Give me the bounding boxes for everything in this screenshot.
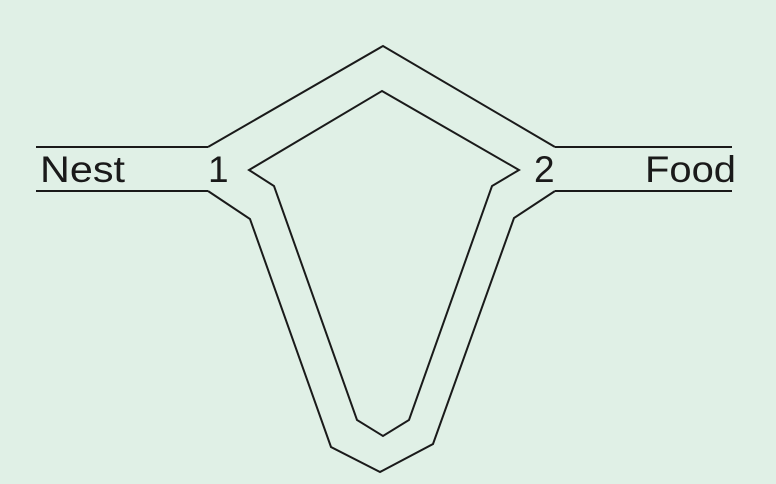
nest-label: Nest	[40, 149, 126, 190]
junction-1-label: 1	[208, 149, 229, 190]
long-branch-outer-wall	[207, 190, 556, 474]
central-island-wall	[247, 89, 521, 438]
food-label: Food	[645, 149, 736, 190]
junction-2-label: 2	[534, 149, 555, 190]
short-branch-outer-wall	[207, 44, 556, 148]
